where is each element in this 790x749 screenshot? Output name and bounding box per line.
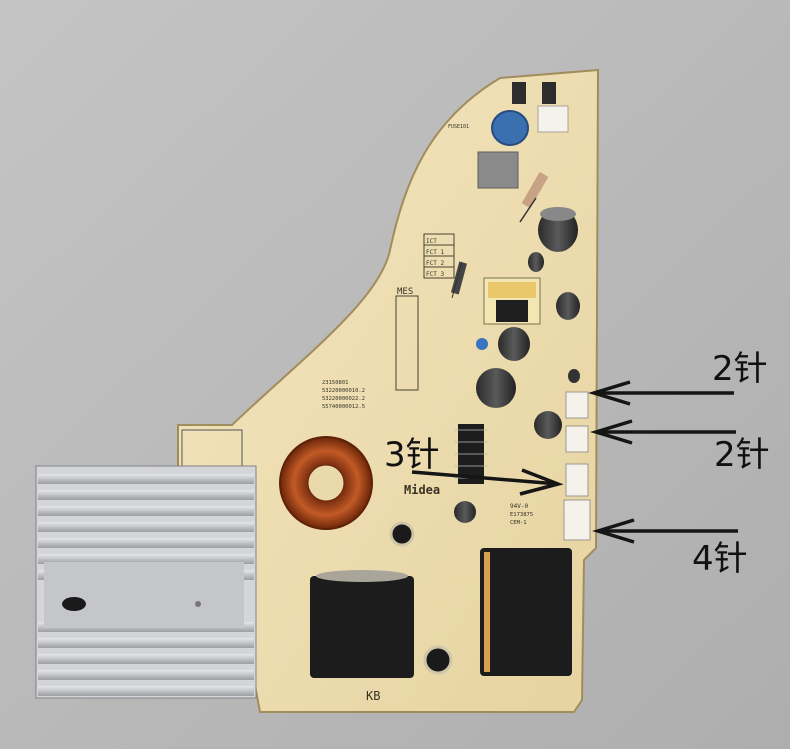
electrolytic-capacitors xyxy=(454,207,580,523)
part-number-2: 53220000010.2 xyxy=(322,388,365,394)
annotation-arrows xyxy=(411,380,738,544)
fct-3: FCT 3 xyxy=(426,271,444,278)
fct-ict: ICT xyxy=(426,238,437,245)
fct-1: FCT 1 xyxy=(426,249,444,256)
top-components xyxy=(477,82,569,223)
part-number-4: 55740000012.5 xyxy=(322,404,365,410)
mes-box: MES xyxy=(395,287,419,391)
rating-text: 94V-0 xyxy=(510,503,528,510)
blue-capacitor xyxy=(476,338,488,350)
fct-table: ICT FCT 1 FCT 2 FCT 3 xyxy=(423,233,455,279)
part-number-1: 23150801 xyxy=(322,380,349,386)
cert-text: E173875 xyxy=(510,512,533,518)
connectors xyxy=(563,391,591,541)
fuse-label: FUSE101 xyxy=(448,124,469,130)
toroid-coil xyxy=(279,436,373,530)
fct-2: FCT 2 xyxy=(426,260,444,267)
part-numbers: 23150801 53220000010.2 53220000022.2 557… xyxy=(322,380,365,410)
connector-bottom-pin-label: 4针 xyxy=(692,539,748,579)
brand-logo-text: Midea xyxy=(404,483,440,497)
cem-text: CEM-1 xyxy=(510,520,527,526)
diodes xyxy=(450,261,468,299)
heatsink xyxy=(35,465,257,699)
mes-text: MES xyxy=(397,287,413,297)
part-number-3: 53220000022.2 xyxy=(322,396,365,402)
connector-top-pin-label: 2针 xyxy=(712,349,768,389)
bottom-mark: KB xyxy=(366,689,380,703)
connector-middle-pin-label: 2针 xyxy=(714,435,770,475)
socket-out1 xyxy=(389,521,415,547)
socket-out2 xyxy=(423,645,453,675)
transformer xyxy=(483,277,541,325)
ic-chip xyxy=(454,424,488,484)
film-capacitors xyxy=(310,548,572,678)
connector-left-pin-label: 3针 xyxy=(384,435,440,475)
